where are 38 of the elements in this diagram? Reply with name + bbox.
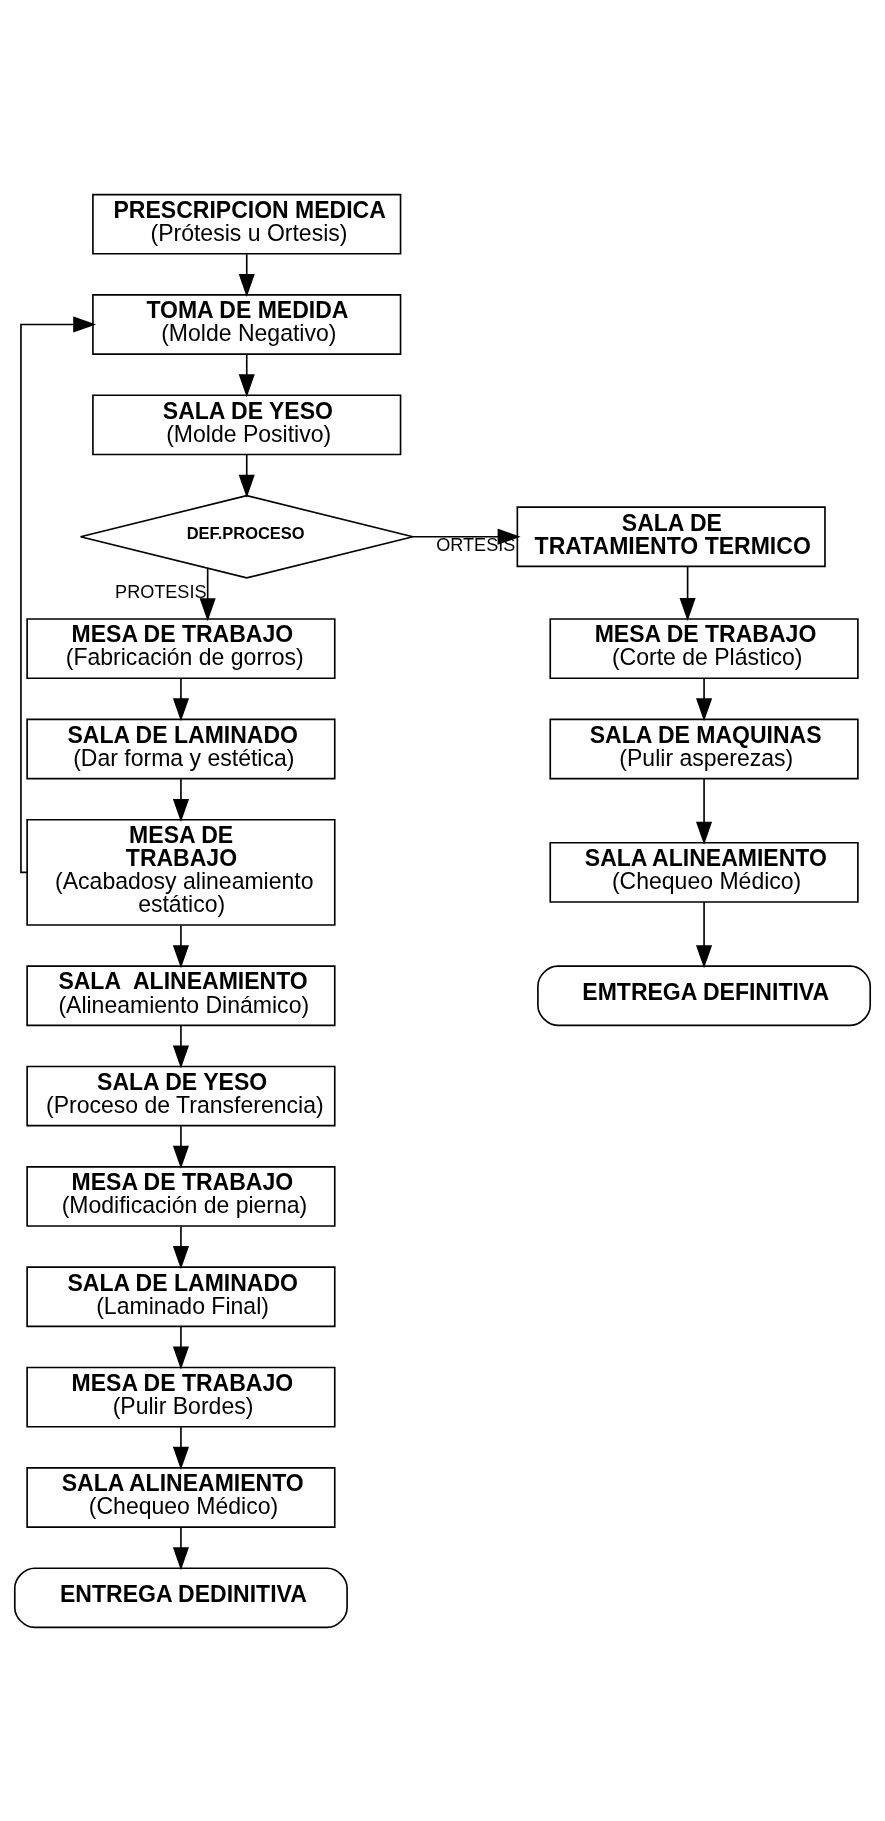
arrow: [238, 353, 255, 397]
node-box: MESA DE TRABAJO (Fabricación de gorros): [26, 617, 336, 679]
node-box: MESA DE TRABAJO (Acabadosy alineamiento estático): [26, 818, 336, 926]
arrow: [238, 252, 255, 297]
arrow: [238, 453, 255, 498]
arrow: [172, 1425, 189, 1470]
arrow: [172, 1024, 189, 1068]
node-box: SALA DE TRATAMIENTO TERMICO: [516, 505, 826, 567]
arrow: [172, 1526, 189, 1570]
node-diamond: DEF.PROCESO: [79, 494, 414, 579]
node-box: SALA DE LAMINADO (Laminado Final): [26, 1265, 336, 1327]
arrow: [172, 1325, 189, 1369]
arrow: [172, 1225, 189, 1269]
arrow: [679, 565, 696, 621]
node-box: ENTREGA DEDINITIVA: [13, 1566, 348, 1628]
node-box: PRESCRIPCION MEDICA (Prótesis u Ortesis): [92, 193, 402, 255]
arrow: [172, 777, 189, 822]
node-box: SALA ALINEAMIENTO (Chequeo Médico): [26, 1466, 336, 1528]
node-box: EMTREGA DEFINITIVA: [537, 964, 872, 1026]
node-box: MESA DE TRABAJO (Corte de Plástico): [549, 617, 859, 679]
edge-label: PROTESIS: [115, 581, 207, 602]
node-box: SALA ALINEAMIENTO (Chequeo Médico): [549, 841, 859, 903]
node-box: SALA ALINEAMIENTO (Alineamiento Dinámico): [26, 964, 336, 1026]
arrow: [696, 777, 713, 845]
node-box: SALA DE LAMINADO (Dar forma y estética): [26, 718, 336, 779]
node-box: MESA DE TRABAJO (Pulir Bordes): [26, 1366, 336, 1428]
arrow: [172, 1124, 189, 1169]
node-box: SALA DE YESO (Molde Positivo): [92, 393, 402, 455]
arrow: [172, 677, 189, 721]
arrow: [696, 900, 713, 968]
arrow: [172, 924, 189, 968]
arrow: [199, 567, 216, 621]
arrow: [20, 315, 97, 873]
node-box: SALA DE YESO (Proceso de Transferencia): [26, 1065, 336, 1126]
node-box: MESA DE TRABAJO (Modificación de pierna): [26, 1165, 336, 1227]
node-box: SALA DE MAQUINAS (Pulir asperezas): [549, 718, 859, 779]
node-box: TOMA DE MEDIDA (Molde Negativo): [92, 293, 402, 355]
arrow: [696, 677, 713, 721]
